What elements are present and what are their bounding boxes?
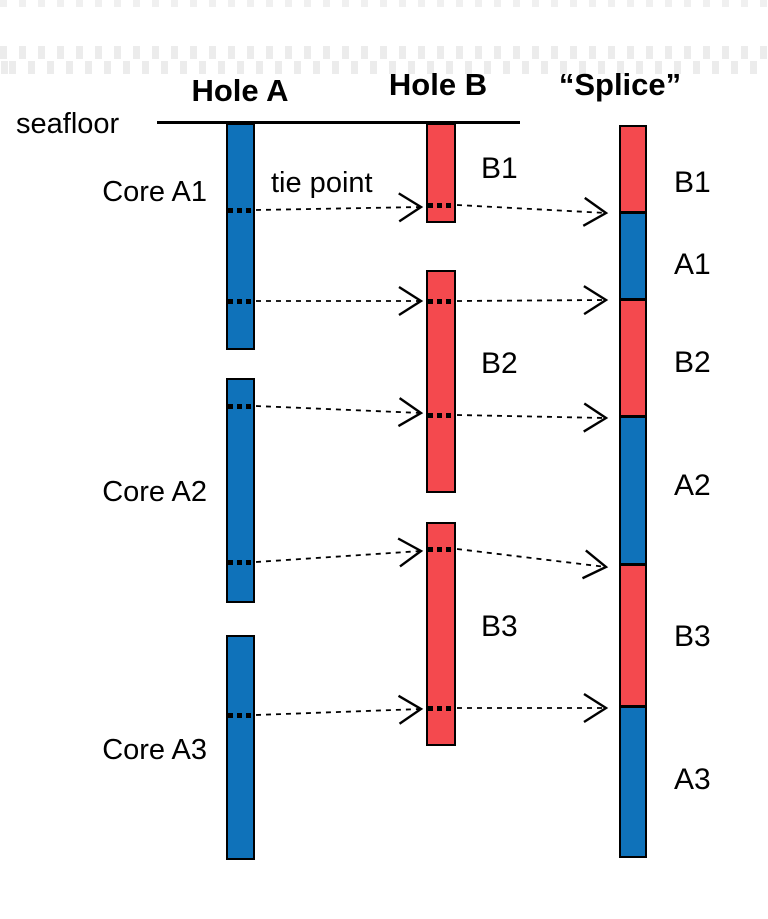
tie-mark-a2-2 <box>228 560 253 565</box>
tie-arrow-b1-to-splice <box>456 196 609 227</box>
tie-arrow-b2-to-splice-2 <box>456 402 609 433</box>
core-a2-bar <box>226 378 255 603</box>
hole-b-header: Hole B <box>388 67 488 102</box>
splice-segment-b3 <box>621 566 645 708</box>
tie-arrow-a3-to-b3 <box>255 694 424 725</box>
tie-mark-b2-1 <box>428 299 454 304</box>
splice-header: “Splice” <box>558 67 682 102</box>
splice-column <box>619 125 647 858</box>
splice-a2-label: A2 <box>674 469 711 502</box>
splice-segment-a1 <box>621 214 645 301</box>
tie-mark-a1-2 <box>228 299 253 304</box>
core-a3-bar <box>226 635 255 860</box>
splice-b2-label: B2 <box>674 346 711 379</box>
splice-a3-label: A3 <box>674 763 711 796</box>
hole-b3-label: B3 <box>481 610 518 643</box>
tie-mark-b2-2 <box>428 413 454 418</box>
splice-segment-a2 <box>621 418 645 566</box>
core-a1-bar <box>226 123 255 350</box>
background-texture <box>0 46 768 59</box>
hole-b2-label: B2 <box>481 347 518 380</box>
core-a3-label: Core A3 <box>102 734 207 766</box>
background-texture <box>0 0 768 7</box>
tie-point-label: tie point <box>271 167 373 199</box>
hole-b1-label: B1 <box>481 152 518 185</box>
tie-arrow-b2-to-splice-1 <box>456 285 609 316</box>
tie-arrow-a2-to-b3 <box>255 537 424 568</box>
tie-mark-a2-1 <box>228 404 253 409</box>
splice-segment-a3 <box>621 708 645 856</box>
core-a2-label: Core A2 <box>102 476 207 508</box>
tie-mark-a3-1 <box>228 713 253 718</box>
tie-mark-a1-1 <box>228 208 253 213</box>
seafloor-label: seafloor <box>16 108 120 140</box>
splice-b3-label: B3 <box>674 620 711 653</box>
tie-arrow-a2-to-b2 <box>255 397 424 428</box>
core-a1-label: Core A1 <box>102 176 207 208</box>
splice-segment-b1 <box>621 127 645 214</box>
tie-mark-b1-1 <box>428 203 454 208</box>
core-b2-bar <box>426 270 456 493</box>
background-texture <box>0 61 768 74</box>
tie-mark-b3-2 <box>428 706 454 711</box>
splice-segment-b2 <box>621 301 645 418</box>
tie-arrow-a1-to-b1 <box>255 192 424 223</box>
splice-a1-label: A1 <box>674 248 711 281</box>
splice-b1-label: B1 <box>674 166 711 199</box>
tie-arrow-b3-to-splice-1 <box>456 548 609 580</box>
seafloor-line <box>157 121 520 124</box>
hole-a-header: Hole A <box>191 73 289 108</box>
tie-mark-b3-1 <box>428 547 454 552</box>
